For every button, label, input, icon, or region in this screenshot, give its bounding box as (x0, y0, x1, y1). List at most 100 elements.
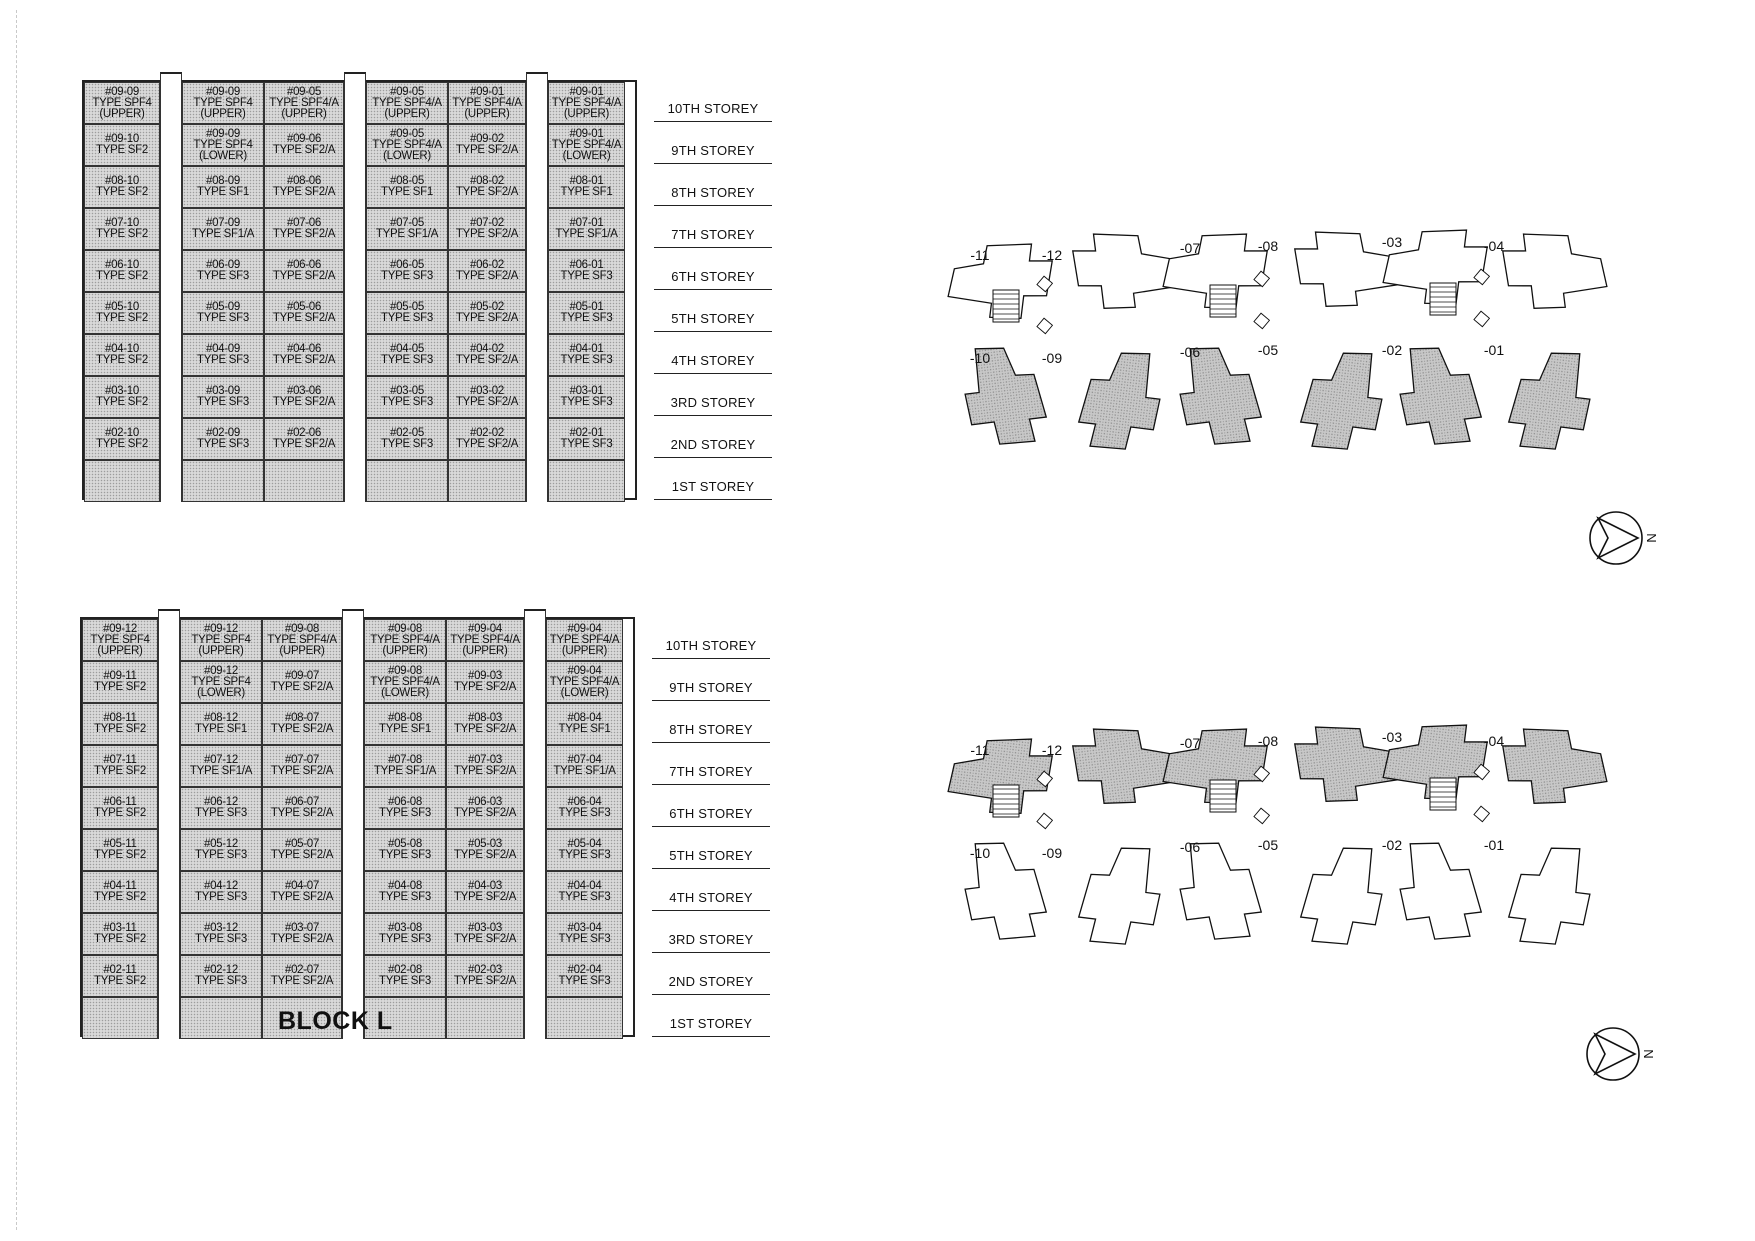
unit-type: (UPPER) (382, 644, 428, 657)
unit-type: TYPE SF1 (381, 186, 433, 198)
unit-type: TYPE SF2 (96, 186, 148, 198)
plan-unit-outline (1502, 233, 1608, 309)
plan-unit-outline (1399, 347, 1483, 445)
plan-unit (1507, 847, 1591, 945)
ground-floor-cell (366, 460, 448, 502)
floor-plan-svg: -11-12-07-08-03-04-10-09-06-05-02-01 (947, 229, 1608, 450)
unit-number: #03-01 (569, 385, 604, 397)
stair-core (1429, 268, 1491, 328)
plan-unit-outline (1507, 352, 1591, 450)
unit-type: TYPE SPF4/A (549, 633, 620, 646)
unit-type: TYPE SF1 (195, 723, 247, 735)
ground-floor-cell (84, 460, 160, 502)
plan-unit-outline (1502, 728, 1608, 804)
unit-number: #06-10 (104, 259, 139, 271)
storey-label: 7TH STOREY (652, 743, 770, 785)
unit-type: TYPE SF3 (560, 270, 613, 282)
plan-unit-outline (1399, 842, 1483, 940)
storey-label: 6TH STOREY (652, 785, 770, 827)
ground-floor-cell (182, 460, 264, 502)
unit-type: TYPE SPF4/A (267, 633, 337, 646)
unit-number: #03-06 (286, 385, 321, 397)
unit-type: TYPE SF2/A (272, 312, 336, 324)
unit-number: #04-02 (469, 343, 504, 355)
plan-unit-label: -03 (1382, 234, 1402, 250)
unit-type: TYPE SF2/A (455, 186, 519, 198)
plan-unit-label: -02 (1382, 342, 1402, 358)
plan-unit (1077, 352, 1161, 450)
unit-type: TYPE SF2/A (455, 144, 519, 156)
unit-type: TYPE SF2/A (272, 144, 336, 156)
plan-unit (964, 842, 1048, 940)
unit-number: #02-06 (286, 427, 321, 439)
unit-type: TYPE SF3 (558, 891, 611, 903)
unit-type: TYPE SF3 (381, 354, 433, 366)
unit-number: #09-05 (389, 85, 424, 98)
unit-type: TYPE SPF4 (90, 633, 150, 646)
unit-number: #06-03 (467, 796, 502, 808)
unit-type: TYPE SF2/A (453, 975, 517, 987)
unit-number: #09-09 (205, 127, 240, 140)
plan-unit-outline (1077, 847, 1161, 945)
unit-type: TYPE SF2 (96, 270, 148, 282)
unit-type: TYPE SF2 (94, 681, 146, 693)
plan-unit-label: -05 (1258, 342, 1278, 358)
unit-type: TYPE SF2/A (453, 723, 517, 735)
unit-number: #08-09 (205, 175, 240, 187)
unit-type: TYPE SF3 (381, 396, 433, 408)
plan-unit (1299, 352, 1383, 450)
unit-type: (UPPER) (563, 107, 610, 120)
unit-type: TYPE SPF4 (92, 96, 152, 109)
unit-number: #06-12 (203, 796, 238, 808)
unit-number: #06-01 (569, 259, 604, 271)
compass-arrow (1596, 516, 1640, 560)
unit-number: #04-11 (103, 880, 137, 892)
unit-number: #08-04 (567, 712, 602, 724)
unit-type: TYPE SF3 (560, 438, 613, 450)
unit-number: #09-04 (567, 664, 602, 677)
stair-outline (1429, 282, 1457, 316)
unit-type: TYPE SF3 (195, 807, 247, 819)
unit-number: #08-12 (203, 712, 238, 724)
unit-number: #05-02 (469, 301, 504, 313)
plan-unit-label: -09 (1042, 350, 1062, 366)
storey-label: 10TH STOREY (654, 80, 772, 122)
storey-label: 8TH STOREY (654, 164, 772, 206)
unit-type: TYPE SF3 (381, 438, 433, 450)
plan-unit-outline (1294, 726, 1400, 802)
north-arrow-icon: N (1589, 511, 1659, 565)
lift-shaft (1253, 765, 1271, 783)
floor-plan-lower: -11-12-07-08-03-04-10-09-06-05-02-01 (930, 690, 1700, 970)
plan-unit-outline (947, 738, 1053, 814)
plan-unit-label: -04 (1484, 238, 1504, 254)
plan-unit (1507, 352, 1591, 450)
unit-number: #05-07 (284, 838, 319, 850)
unit-type: (LOWER) (199, 149, 247, 162)
stair-core (1209, 270, 1271, 330)
storey-label: 5TH STOREY (654, 290, 772, 332)
unit-type: TYPE SF2 (96, 354, 148, 366)
unit-number: #09-04 (467, 622, 502, 635)
unit-type: (LOWER) (381, 686, 429, 699)
unit-type: (LOWER) (560, 686, 609, 699)
